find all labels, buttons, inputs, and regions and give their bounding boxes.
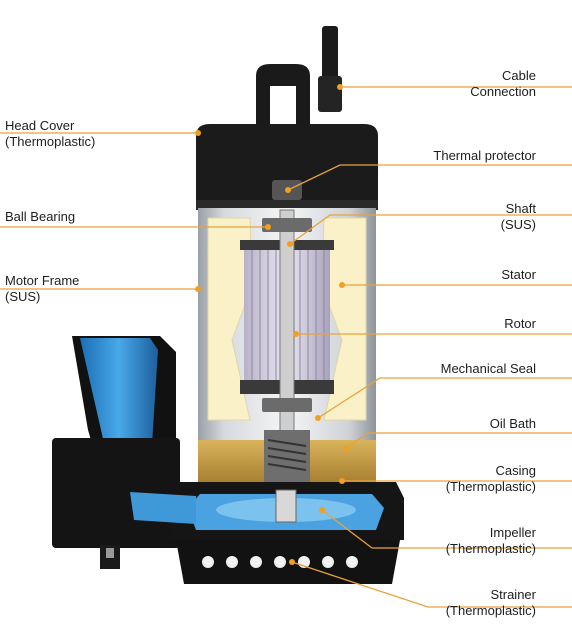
label-impeller: Impeller (Thermoplastic) (446, 525, 536, 557)
label-stator: Stator (501, 267, 536, 283)
label-cable-connection-main: Cable (502, 68, 536, 83)
label-mechanical-seal: Mechanical Seal (441, 361, 536, 377)
marker-head-cover (195, 130, 201, 136)
label-mechanical-seal-main: Mechanical Seal (440, 361, 536, 376)
label-motor-frame: Motor Frame (SUS) (5, 273, 79, 305)
shaft (262, 209, 312, 501)
marker-stator (339, 282, 345, 288)
marker-ball-bearing (265, 224, 271, 230)
cable (318, 26, 342, 112)
leader-line-seal (317, 377, 572, 419)
label-oil-bath-main: Oil Bath (489, 416, 536, 431)
label-strainer-sub: (Thermoplastic) (445, 603, 536, 618)
label-ball-bearing: Ball Bearing (5, 209, 75, 225)
leader-line-shaft (289, 214, 572, 245)
marker-motor-frame (195, 286, 201, 292)
leader-line-oil (345, 432, 572, 449)
discharge-outlet (52, 336, 180, 569)
label-motor-frame-sub: (SUS) (5, 289, 41, 304)
label-shaft-sub: (SUS) (500, 217, 536, 232)
label-casing: Casing (Thermoplastic) (446, 463, 536, 495)
label-stator-main: Stator (501, 267, 536, 282)
label-impeller-main: Impeller (489, 525, 536, 540)
label-rotor: Rotor (504, 316, 536, 332)
marker-impeller (319, 507, 325, 513)
label-head-cover-main: Head Cover (5, 118, 75, 133)
oil-bath (198, 430, 376, 486)
handle (256, 64, 310, 124)
label-shaft-main: Shaft (505, 201, 536, 216)
label-cable-connection-sub: Connection (470, 84, 536, 99)
label-oil-bath: Oil Bath (490, 416, 536, 432)
leader-line-thermal (287, 164, 572, 191)
label-casing-sub: (Thermoplastic) (445, 479, 536, 494)
label-rotor-main: Rotor (504, 316, 536, 331)
label-head-cover: Head Cover (Thermoplastic) (5, 118, 95, 150)
marker-rotor (293, 331, 299, 337)
label-shaft: Shaft (SUS) (501, 201, 536, 233)
marker-oil (343, 445, 349, 451)
casing (130, 482, 404, 540)
label-thermal-protector-main: Thermal protector (433, 148, 536, 163)
label-motor-frame-main: Motor Frame (5, 273, 80, 288)
marker-seal (315, 415, 321, 421)
marker-strainer (289, 559, 295, 565)
markers (195, 84, 349, 565)
label-strainer-main: Strainer (490, 587, 536, 602)
strainer (176, 540, 400, 584)
leader-line-strainer (291, 561, 572, 608)
marker-shaft (287, 241, 293, 247)
label-head-cover-sub: (Thermoplastic) (5, 134, 96, 149)
label-casing-main: Casing (495, 463, 536, 478)
label-ball-bearing-main: Ball Bearing (5, 209, 76, 224)
label-cable-connection: Cable Connection (470, 68, 536, 100)
label-strainer: Strainer (Thermoplastic) (446, 587, 536, 619)
marker-casing (339, 478, 345, 484)
marker-cable (337, 84, 343, 90)
leader-line-impeller (321, 509, 572, 549)
leader-lines (0, 86, 572, 608)
label-impeller-sub: (Thermoplastic) (445, 541, 536, 556)
marker-thermal (285, 187, 291, 193)
label-thermal-protector: Thermal protector (433, 148, 536, 164)
head-cover (196, 124, 378, 210)
